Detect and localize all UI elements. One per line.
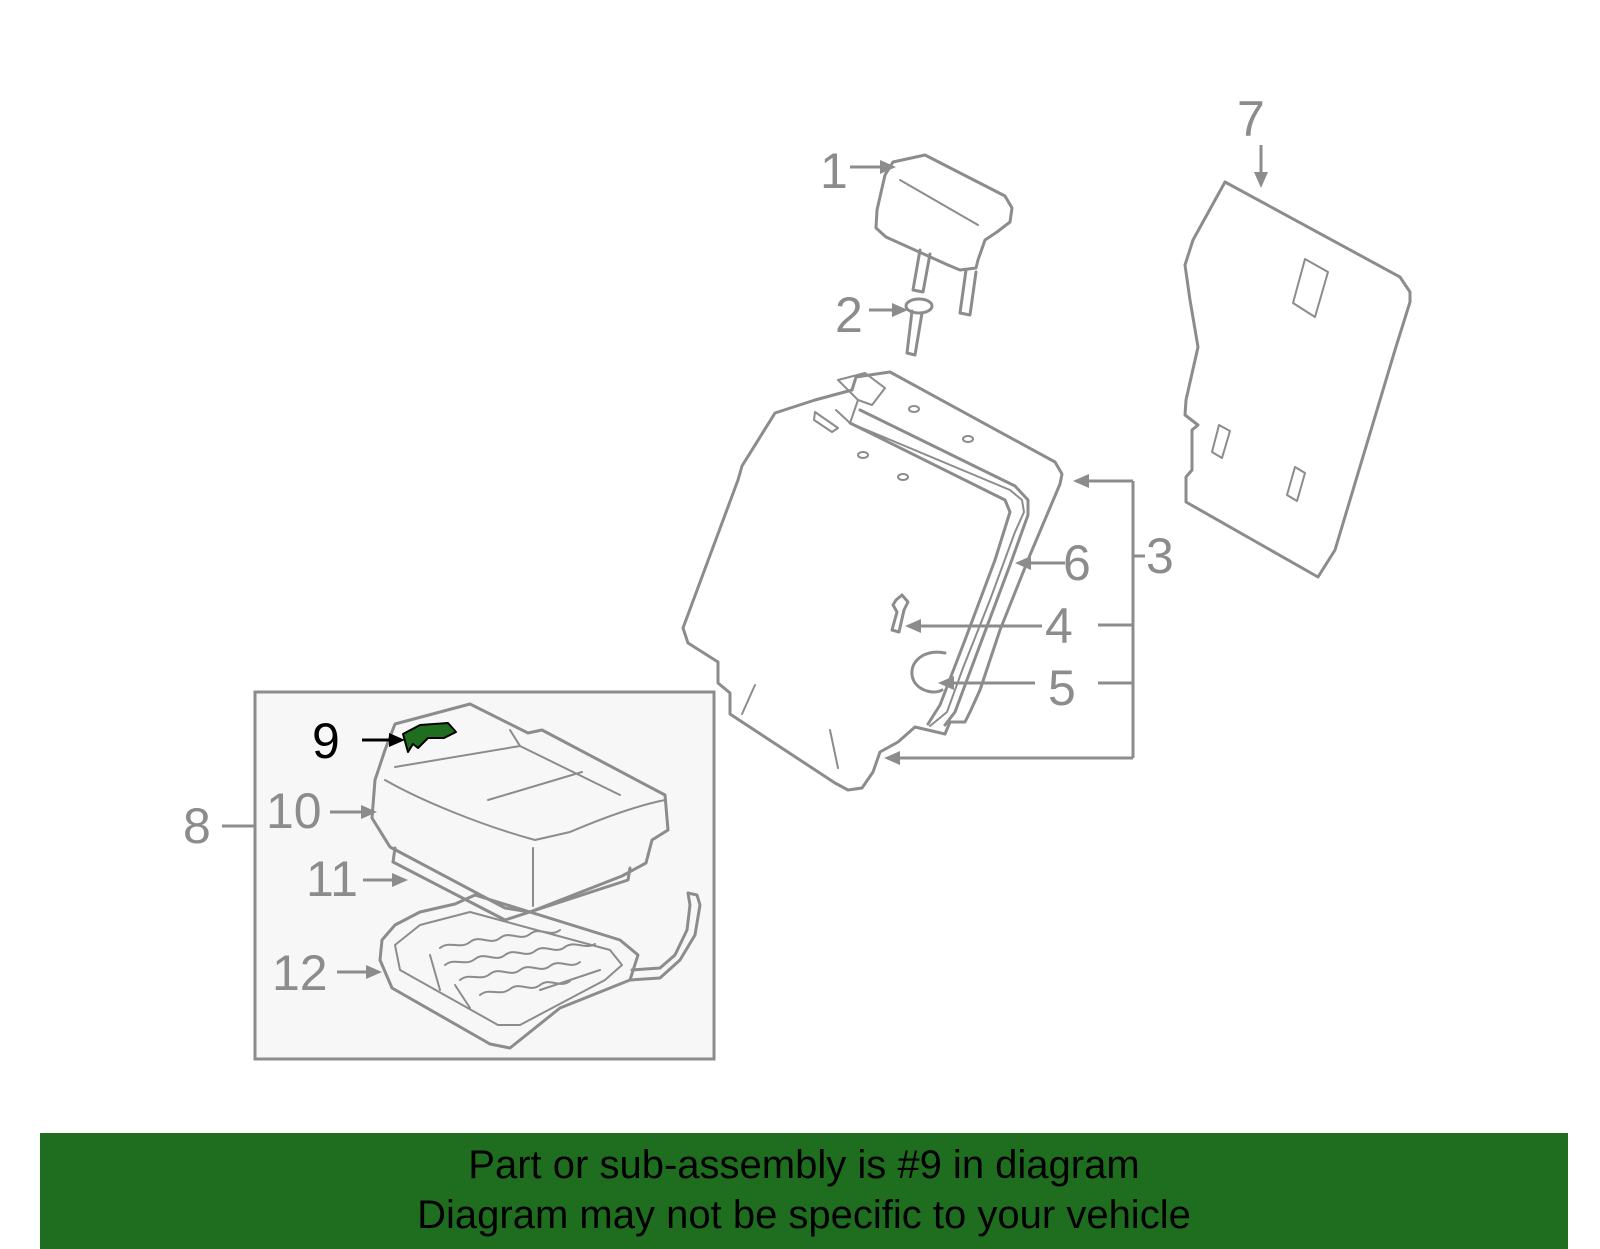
- highlighted-part-9[interactable]: [402, 722, 457, 753]
- seat-cushion-pad-part[interactable]: [391, 846, 632, 922]
- headrest-guide-part[interactable]: [904, 297, 934, 357]
- seat-back-part[interactable]: [681, 370, 1064, 792]
- seat-back-pad-part[interactable]: [848, 408, 1030, 727]
- ring-part[interactable]: [910, 650, 947, 694]
- callout-10[interactable]: 10: [266, 783, 322, 839]
- info-banner: Part or sub-assembly is #9 in diagram Di…: [40, 1133, 1568, 1249]
- callout-8[interactable]: 8: [183, 798, 211, 854]
- callout-2[interactable]: 2: [835, 287, 863, 343]
- seat-cushion-frame-part[interactable]: [378, 891, 702, 1050]
- callout-6[interactable]: 6: [1063, 535, 1091, 591]
- banner-line-1: Part or sub-assembly is #9 in diagram: [468, 1143, 1140, 1187]
- back-panel-part[interactable]: [1183, 180, 1412, 579]
- callout-3[interactable]: 3: [1146, 528, 1174, 584]
- headrest-part[interactable]: [874, 153, 1014, 317]
- callout-11[interactable]: 11: [306, 851, 358, 907]
- seat-cushion-cover-part[interactable]: [370, 702, 670, 914]
- subassembly-box: [253, 690, 716, 1061]
- banner-line-2: Diagram may not be specific to your vehi…: [417, 1193, 1191, 1237]
- callout-7[interactable]: 7: [1237, 91, 1265, 147]
- callout-12[interactable]: 12: [272, 945, 328, 1001]
- callout-4[interactable]: 4: [1045, 598, 1073, 654]
- callout-1[interactable]: 1: [820, 143, 848, 199]
- clip-part[interactable]: [890, 593, 910, 634]
- leader-lines: [222, 145, 1268, 979]
- callout-5[interactable]: 5: [1048, 660, 1076, 716]
- callout-9[interactable]: 9: [312, 713, 340, 769]
